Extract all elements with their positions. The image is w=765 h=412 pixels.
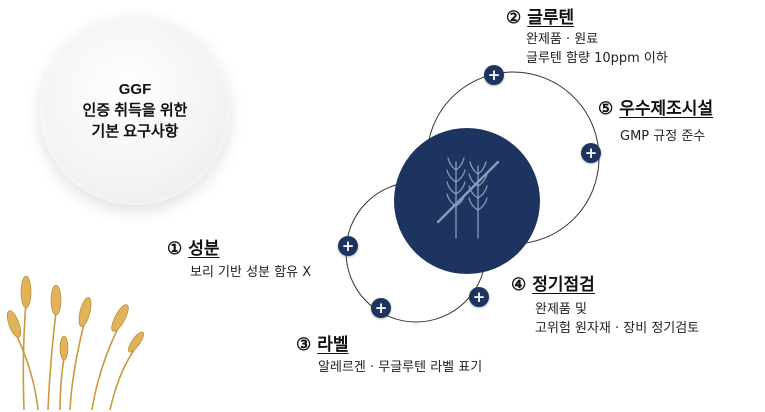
heading-inspection: ④ 정기점검 xyxy=(511,270,595,295)
heading-gmp-text: 우수제조시설 xyxy=(619,99,714,118)
plus-node-gluten[interactable]: + xyxy=(484,65,504,85)
number-5: ⑤ xyxy=(598,99,614,118)
number-3: ③ xyxy=(296,335,312,354)
desc-label-line-1: 알레르겐 · 무글루텐 라벨 표기 xyxy=(318,360,483,375)
desc-inspection-line-2: 고위험 원자재 · 장비 정기검토 xyxy=(535,321,700,336)
heading-gmp: ⑤ 우수제조시설 xyxy=(598,94,713,119)
plus-node-label[interactable]: + xyxy=(371,298,391,318)
heading-label-text: 라벨 xyxy=(317,335,349,354)
desc-gluten-line-1: 완제품 · 원료 xyxy=(526,32,599,47)
heading-ingredient: ① 성분 xyxy=(167,234,220,259)
desc-gluten-line-2: 글루텐 함량 10ppm 이하 xyxy=(526,51,668,66)
plus-node-ingredient[interactable]: + xyxy=(338,236,358,256)
heading-label: ③ 라벨 xyxy=(296,330,349,355)
crossed-wheat-icon xyxy=(436,157,500,239)
heading-gluten: ② 글루텐 xyxy=(506,3,574,28)
center-circle xyxy=(394,128,540,274)
plus-node-inspection[interactable]: + xyxy=(469,287,489,307)
desc-gmp: GMP 규정 준수 xyxy=(620,127,705,146)
heading-gluten-text: 글루텐 xyxy=(527,8,575,27)
title-line-3: 기본 요구사항 xyxy=(91,122,179,140)
title-line-1: GGF xyxy=(118,80,152,98)
plus-node-gmp[interactable]: + xyxy=(581,143,601,163)
desc-label: 알레르겐 · 무글루텐 라벨 표기 xyxy=(318,358,482,377)
desc-gluten: 완제품 · 원료 글루텐 함량 10ppm 이하 xyxy=(526,30,668,68)
heading-ingredient-text: 성분 xyxy=(188,239,220,258)
wheat-stalks-illustration xyxy=(6,275,144,411)
title-circle: GGF 인증 취득을 위한 기본 요구사항 xyxy=(40,15,230,205)
title-line-2: 인증 취득을 위한 xyxy=(82,101,188,119)
desc-ingredient: 보리 기반 성분 함유 X xyxy=(190,263,311,282)
number-4: ④ xyxy=(511,275,527,294)
number-1: ① xyxy=(167,239,183,258)
desc-ingredient-line-1: 보리 기반 성분 함유 X xyxy=(190,265,312,280)
heading-inspection-text: 정기점검 xyxy=(532,275,595,294)
number-2: ② xyxy=(506,8,522,27)
desc-gmp-line-1: GMP 규정 준수 xyxy=(620,129,706,144)
desc-inspection-line-1: 완제품 및 xyxy=(535,302,587,317)
desc-inspection: 완제품 및 고위험 원자재 · 장비 정기검토 xyxy=(535,300,699,338)
